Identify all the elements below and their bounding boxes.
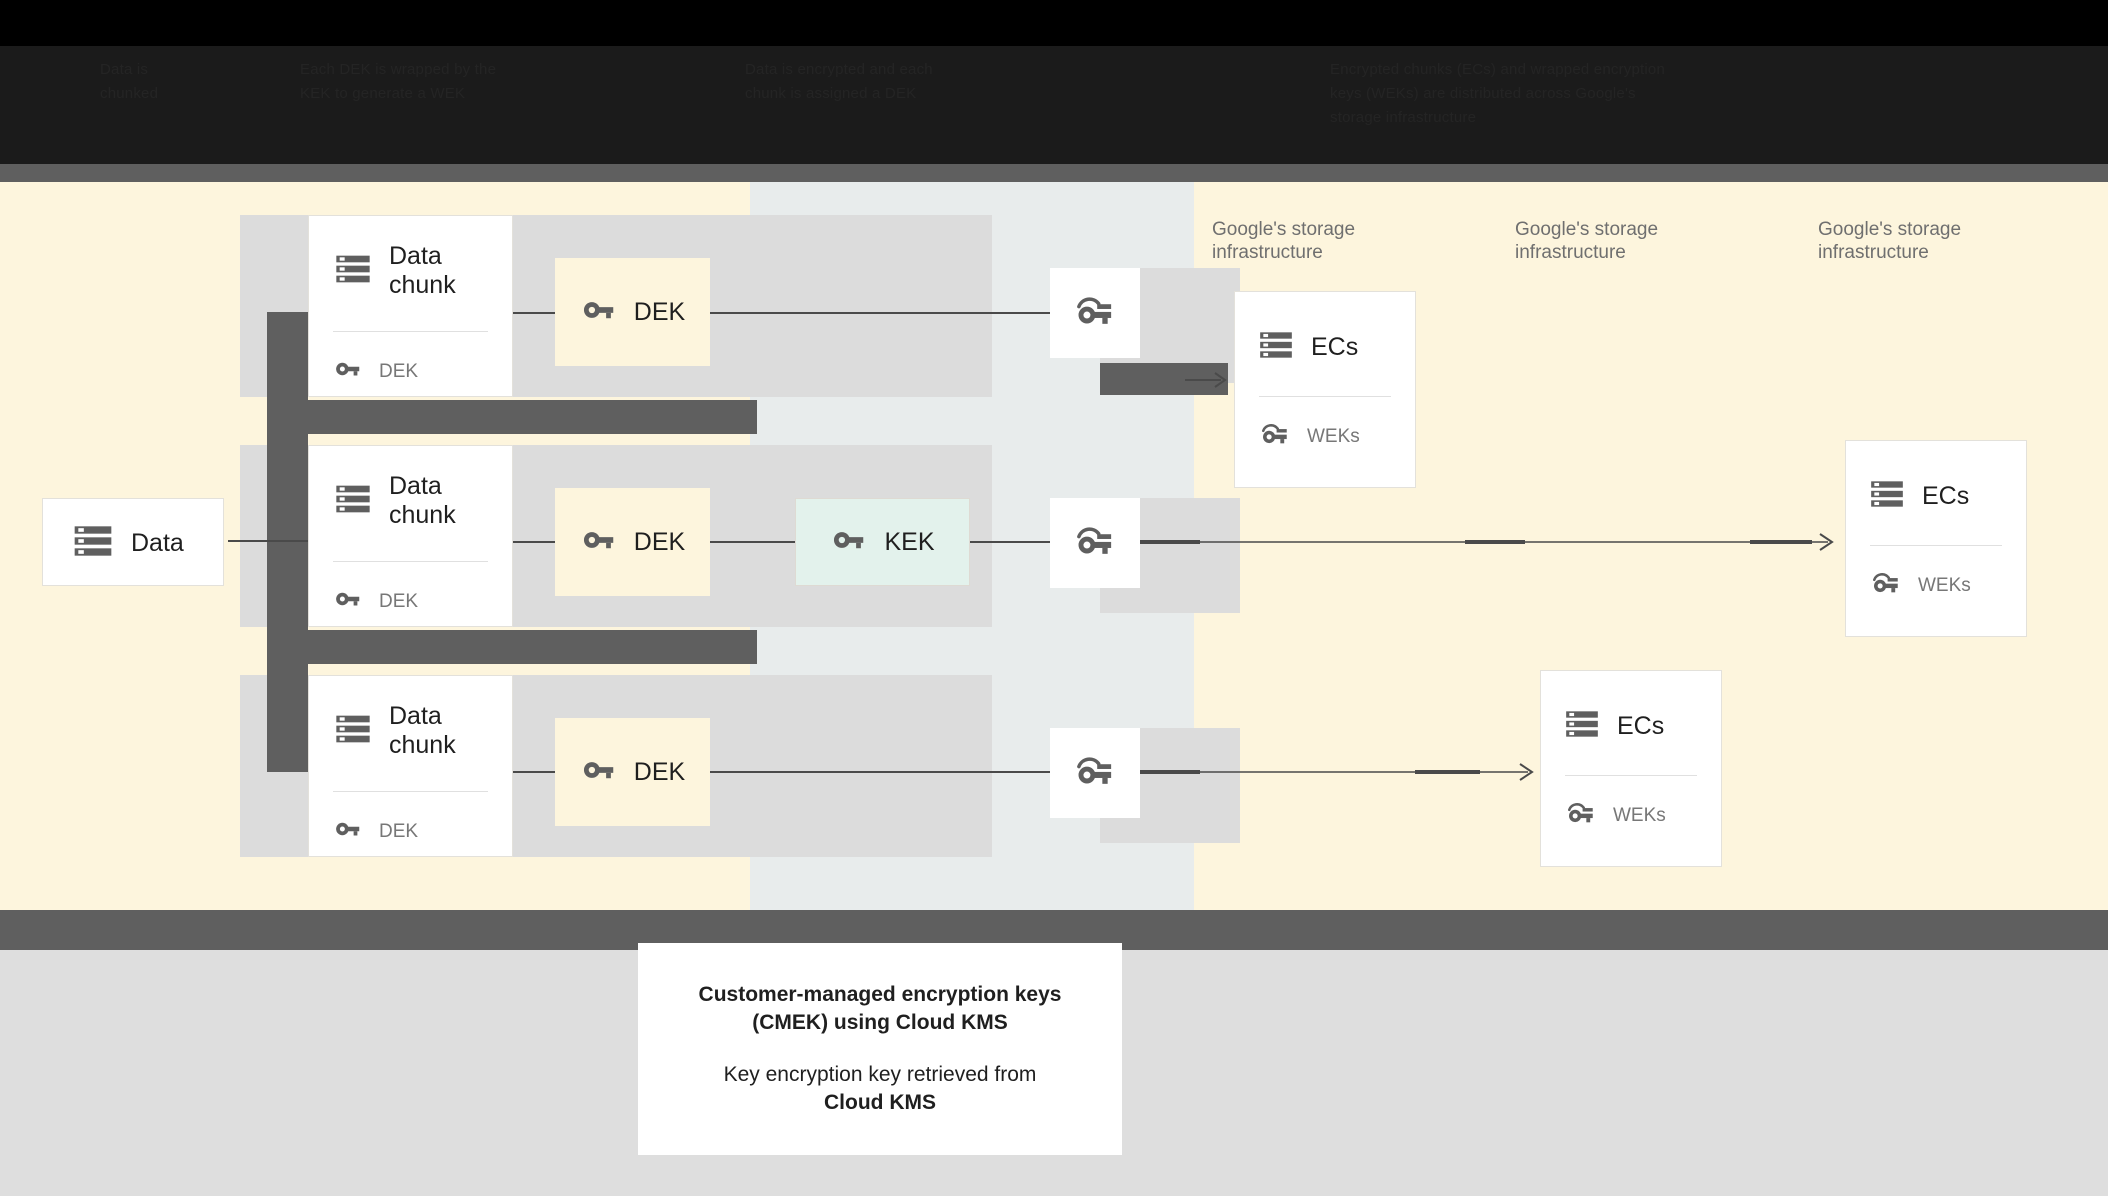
data-chunk-card-2-footer-label: DEK [379, 590, 419, 612]
storage-icon [1563, 705, 1601, 748]
ec-card-3-footer-label: WEKs [1613, 804, 1666, 826]
dek-box-1[interactable]: DEK [555, 258, 710, 366]
wek-box-3[interactable] [1050, 728, 1140, 818]
storage-icon [333, 249, 373, 294]
ec-card-2[interactable]: ECs WEKs [1845, 440, 2027, 637]
dek-box-3-label: DEK [633, 757, 686, 786]
header-gray-rule [0, 164, 2108, 182]
ec-card-3-header: ECs [1541, 671, 1721, 748]
key-icon [333, 814, 363, 849]
header-caption-1: Data is chunked [100, 61, 159, 102]
data-source-card[interactable]: Data [42, 498, 224, 586]
data-chunk-card-1-header: Data chunk [309, 216, 512, 300]
ec-card-3[interactable]: ECs WEKs [1540, 670, 1722, 867]
fanout-branch-middle [267, 630, 757, 664]
card-divider [1870, 545, 2002, 546]
data-chunk-card-1-footer-label: DEK [379, 360, 419, 382]
ec-card-1[interactable]: ECs WEKs [1234, 291, 1416, 488]
header-caption-2: Data is encrypted and each chunk is assi… [745, 61, 933, 102]
ec-card-2-title: ECs [1922, 482, 1970, 510]
wek-box-1[interactable] [1050, 268, 1140, 358]
wrapped-key-icon [1073, 289, 1117, 338]
data-chunk-card-2-header: Data chunk [309, 446, 512, 530]
ec-card-2-footer-label: WEKs [1918, 574, 1971, 596]
ec-card-2-header: ECs [1846, 441, 2026, 518]
card-divider [333, 561, 488, 562]
connector-dek3-wek3 [708, 771, 1051, 773]
header-dark-bar: Data is chunked Data is encrypted and ea… [0, 46, 2108, 164]
storage-column-label-1: Google's storage infrastructure [1212, 219, 1356, 263]
connector-chunk2-dek2 [510, 541, 555, 543]
data-source-label: Data [131, 528, 184, 557]
storage-icon [1257, 326, 1295, 369]
fanout-spine-vertical [267, 312, 308, 772]
caption-paragraph-2: Key encryption key retrieved from Cloud … [724, 1061, 1037, 1117]
card-divider [333, 791, 488, 792]
connector-data-to-spine [228, 540, 308, 542]
data-chunk-card-2-footer: DEK [333, 584, 418, 619]
data-source-card-header: Data [43, 499, 223, 587]
header-caption-3: Each DEK is wrapped by the KEK to genera… [300, 61, 497, 102]
data-chunk-card-3-footer-label: DEK [379, 820, 419, 842]
connector-dek1-wek1 [708, 312, 1051, 314]
card-divider [1565, 775, 1697, 776]
dek-box-2[interactable]: DEK [555, 488, 710, 596]
ec-card-2-footer: WEKs [1870, 567, 1971, 604]
dek-box-3[interactable]: DEK [555, 718, 710, 826]
wrapped-key-icon [1565, 797, 1597, 834]
key-icon [333, 584, 363, 619]
storage-column-label-3: Google's storage infrastructure [1818, 219, 1962, 263]
data-chunk-card-3-title: Data chunk [389, 702, 456, 759]
dek-box-1-label: DEK [633, 297, 686, 326]
caption-line-1b: (CMEK) using Cloud KMS [752, 1011, 1008, 1034]
data-chunk-card-1-footer: DEK [333, 354, 418, 389]
ec-card-1-title: ECs [1311, 333, 1359, 361]
wrapped-key-icon [1073, 749, 1117, 798]
key-icon [580, 291, 618, 334]
caption-line-1a: Customer-managed encryption keys [698, 983, 1062, 1006]
ec-card-1-header: ECs [1235, 292, 1415, 369]
wrapped-key-icon [1073, 519, 1117, 568]
ec-card-1-footer: WEKs [1259, 418, 1360, 455]
storage-icon [71, 519, 115, 568]
key-icon [830, 521, 868, 564]
wrapped-key-icon [1870, 567, 1902, 604]
arrow-wek2-to-ec2 [1140, 533, 1834, 551]
data-chunk-card-1[interactable]: Data chunk DEK [308, 215, 513, 397]
caption-line-2a: Key encryption key retrieved from [723, 1063, 1037, 1086]
kek-box-label: KEK [884, 527, 935, 556]
caption-line-2b: Cloud KMS [824, 1091, 936, 1114]
storage-column-label-2: Google's storage infrastructure [1515, 219, 1659, 263]
header-caption-4: Encrypted chunks (ECs) and wrapped encry… [1330, 61, 1666, 126]
key-icon [333, 354, 363, 389]
arrow-wek3-to-ec3 [1140, 763, 1534, 781]
key-icon [580, 521, 618, 564]
storage-icon [333, 479, 373, 524]
data-chunk-card-2[interactable]: Data chunk DEK [308, 445, 513, 627]
caption-paragraph-1: Customer-managed encryption keys (CMEK) … [699, 981, 1062, 1037]
data-chunk-card-3[interactable]: Data chunk DEK [308, 675, 513, 857]
card-divider [333, 331, 488, 332]
arrow-wek1-to-ec1 [1185, 372, 1227, 388]
wrapped-key-icon [1259, 418, 1291, 455]
ec-card-1-footer-label: WEKs [1307, 425, 1360, 447]
card-divider [1259, 396, 1391, 397]
connector-chunk1-dek1 [510, 312, 555, 314]
kek-box[interactable]: KEK [795, 498, 970, 586]
ec-card-3-title: ECs [1617, 712, 1665, 740]
header-black-bar [0, 0, 2108, 46]
data-chunk-card-1-title: Data chunk [389, 242, 456, 299]
key-icon [580, 751, 618, 794]
caption-card: Customer-managed encryption keys (CMEK) … [638, 943, 1122, 1155]
storage-icon [1868, 475, 1906, 518]
wek-box-2[interactable] [1050, 498, 1140, 588]
dek-box-2-label: DEK [633, 527, 686, 556]
data-chunk-card-2-title: Data chunk [389, 472, 456, 529]
connector-chunk3-dek3 [510, 771, 555, 773]
ec-card-3-footer: WEKs [1565, 797, 1666, 834]
storage-icon [333, 709, 373, 754]
data-chunk-card-3-header: Data chunk [309, 676, 512, 760]
fanout-branch-top [267, 400, 757, 434]
data-chunk-card-3-footer: DEK [333, 814, 418, 849]
